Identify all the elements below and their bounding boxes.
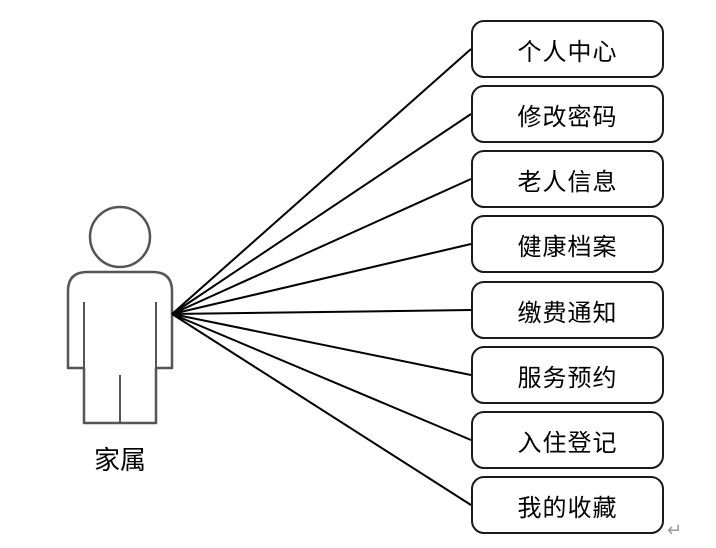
actor-figure <box>66 205 174 425</box>
actor-body <box>66 270 174 425</box>
actor-label: 家属 <box>93 446 146 476</box>
use-case-my-favorites[interactable]: 我的收藏 <box>471 476 664 534</box>
use-case-elder-info[interactable]: 老人信息 <box>471 150 664 208</box>
association-lines <box>171 48 472 506</box>
association-line-2 <box>171 113 472 315</box>
use-case-health-records[interactable]: 健康档案 <box>471 215 664 273</box>
association-line-8 <box>171 313 472 506</box>
use-case-payment-notice[interactable]: 缴费通知 <box>471 281 664 339</box>
association-line-4 <box>171 243 472 315</box>
use-case-personal-center[interactable]: 个人中心 <box>471 20 664 78</box>
actor-head <box>88 205 152 269</box>
association-line-5 <box>171 309 472 315</box>
paragraph-mark-icon: ↵ <box>667 520 683 541</box>
use-case-service-booking[interactable]: 服务预约 <box>471 346 664 404</box>
use-case-check-in[interactable]: 入住登记 <box>471 411 664 469</box>
association-line-3 <box>171 178 472 315</box>
association-line-7 <box>171 313 472 441</box>
association-line-1 <box>171 48 472 315</box>
association-line-6 <box>171 313 472 376</box>
use-case-change-password[interactable]: 修改密码 <box>471 85 664 143</box>
